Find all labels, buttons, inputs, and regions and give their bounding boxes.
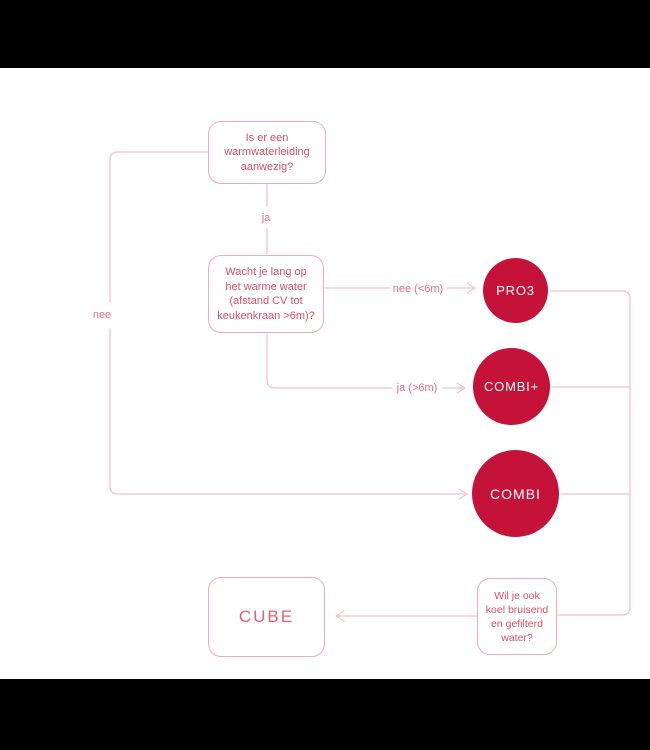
question-text-line: aanwezig? [240, 160, 294, 173]
question-box-wachttijd: Wacht je lang op het warme water (afstan… [208, 255, 324, 333]
edge-label-nee: nee [92, 309, 112, 321]
question-text-line: koel bruisend [485, 603, 549, 616]
edge-label-ja-over-6m: ja (>6m) [396, 382, 438, 394]
question-text-line: en gefilterd [491, 617, 543, 630]
question-text-line: water? [501, 631, 533, 644]
product-label-combi: COMBI [490, 485, 541, 502]
question-text-line: Wacht je lang op [225, 266, 307, 278]
question-text-line: het warme water [225, 280, 307, 293]
question-text-line: (afstand CV tot [229, 295, 303, 307]
edge-collector-to-q3 [549, 290, 631, 616]
question-text-line: keukenkraan >6m)? [217, 309, 315, 322]
product-node-pro3: PRO3 [483, 258, 548, 323]
edge-ja6m-to-combiplus [266, 333, 466, 394]
question-text-line: Is er een [245, 131, 289, 144]
edge-nee6m-to-pro3 [324, 282, 476, 294]
question-box-koel-gefilterd-water: Wil je ook koel bruisend en gefilterd wa… [477, 578, 557, 655]
edge-q3-to-cube [335, 610, 478, 622]
edge-label-ja: ja [261, 212, 271, 224]
product-node-cube: CUBE [208, 577, 325, 657]
product-label-combi-plus: COMBI+ [483, 379, 539, 394]
edge-label-nee-under-6m: nee (<6m) [392, 283, 444, 295]
edge-nee-to-combi [109, 151, 468, 500]
bottom-letterbox-bar [0, 679, 650, 750]
question-text-line: Wil je ook [494, 589, 540, 602]
question-box-warmwaterleiding: Is er een warmwaterleiding aanwezig? [208, 121, 326, 184]
product-node-combi: COMBI [472, 450, 559, 537]
top-letterbox-bar [0, 0, 650, 68]
product-label-cube: CUBE [238, 606, 295, 626]
product-label-pro3: PRO3 [496, 283, 535, 298]
question-text-line: warmwaterleiding [224, 146, 310, 159]
product-node-combi-plus: COMBI+ [473, 348, 550, 425]
